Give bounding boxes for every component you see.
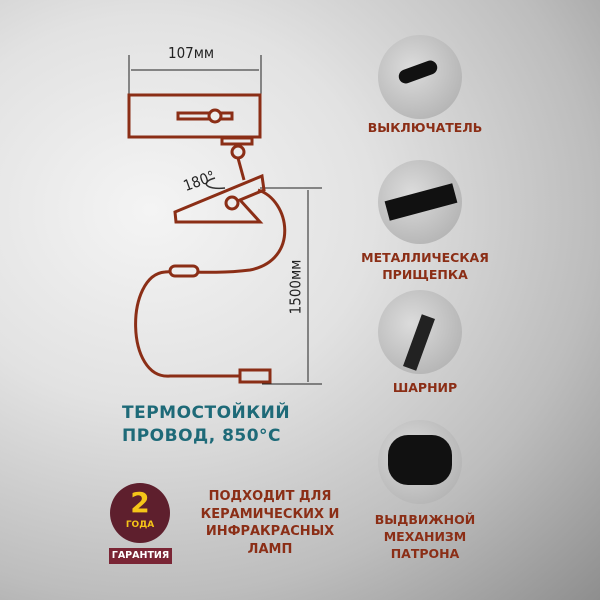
feature-label: ШАРНИР: [392, 380, 458, 395]
warranty-badge: 2 ГОДА: [110, 483, 170, 543]
warranty-years: 2: [130, 486, 150, 519]
compatibility-text: ПОДХОДИТ ДЛЯ КЕРАМИЧЕСКИХ И ИНФРАКРАСНЫХ…: [200, 489, 340, 557]
feature-label: МЕТАЛЛИЧЕСКАЯ ПРИЩЕПКА: [361, 250, 489, 282]
feature-label: ВЫКЛЮЧАТЕЛЬ: [367, 120, 483, 135]
width-dimension: 107мм: [168, 44, 215, 62]
warranty-unit: ГОДА: [125, 520, 155, 530]
warranty-label: ГАРАНТИЯ: [109, 548, 172, 564]
clip-photo: [378, 160, 462, 244]
hinge-photo: [378, 290, 462, 374]
socket-photo: [378, 420, 462, 504]
switch-photo: [378, 35, 462, 119]
cable-spec: ТЕРМОСТОЙКИЙ ПРОВОД, 850°С: [122, 403, 291, 446]
cable-length: 1500мм: [286, 259, 305, 315]
feature-label: ВЫДВИЖНОЙ МЕХАНИЗМ ПАТРОНА: [374, 512, 476, 561]
